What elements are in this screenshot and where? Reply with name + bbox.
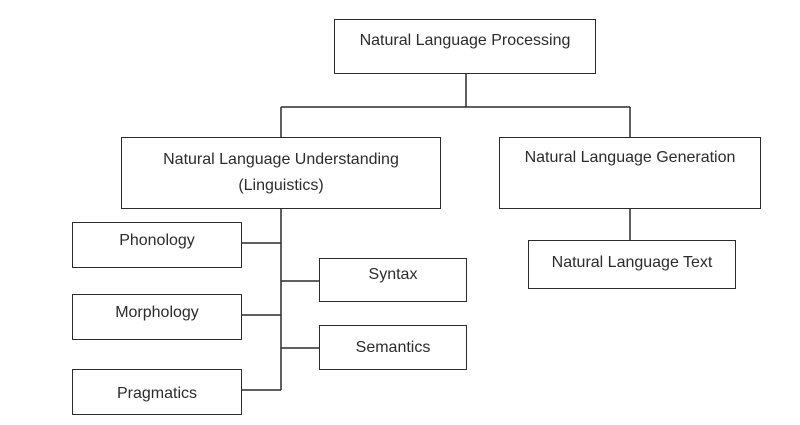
node-morphology: Morphology [72,294,242,340]
node-natural-language-processing: Natural Language Processing [334,19,596,74]
node-natural-language-understanding: Natural Language Understanding (Linguist… [121,137,441,209]
node-label-line1: Natural Language Understanding [163,151,399,168]
node-natural-language-text: Natural Language Text [528,240,736,289]
node-label: Phonology [119,232,195,249]
node-label: Pragmatics [116,385,198,402]
node-pragmatics: Pragmatics [72,369,242,415]
node-label: Semantics [355,338,431,356]
node-label: Natural Language Processing [359,31,571,49]
node-natural-language-generation: Natural Language Generation [499,137,761,209]
node-phonology: Phonology [72,222,242,268]
node-semantics: Semantics [319,325,467,370]
node-label: Natural Language Text [551,253,713,271]
node-label: Natural Language Generation [524,149,736,166]
node-label: Morphology [115,304,199,321]
node-syntax: Syntax [319,258,467,302]
node-label-line2: (Linguistics) [238,177,324,194]
node-label: Syntax [368,266,418,283]
